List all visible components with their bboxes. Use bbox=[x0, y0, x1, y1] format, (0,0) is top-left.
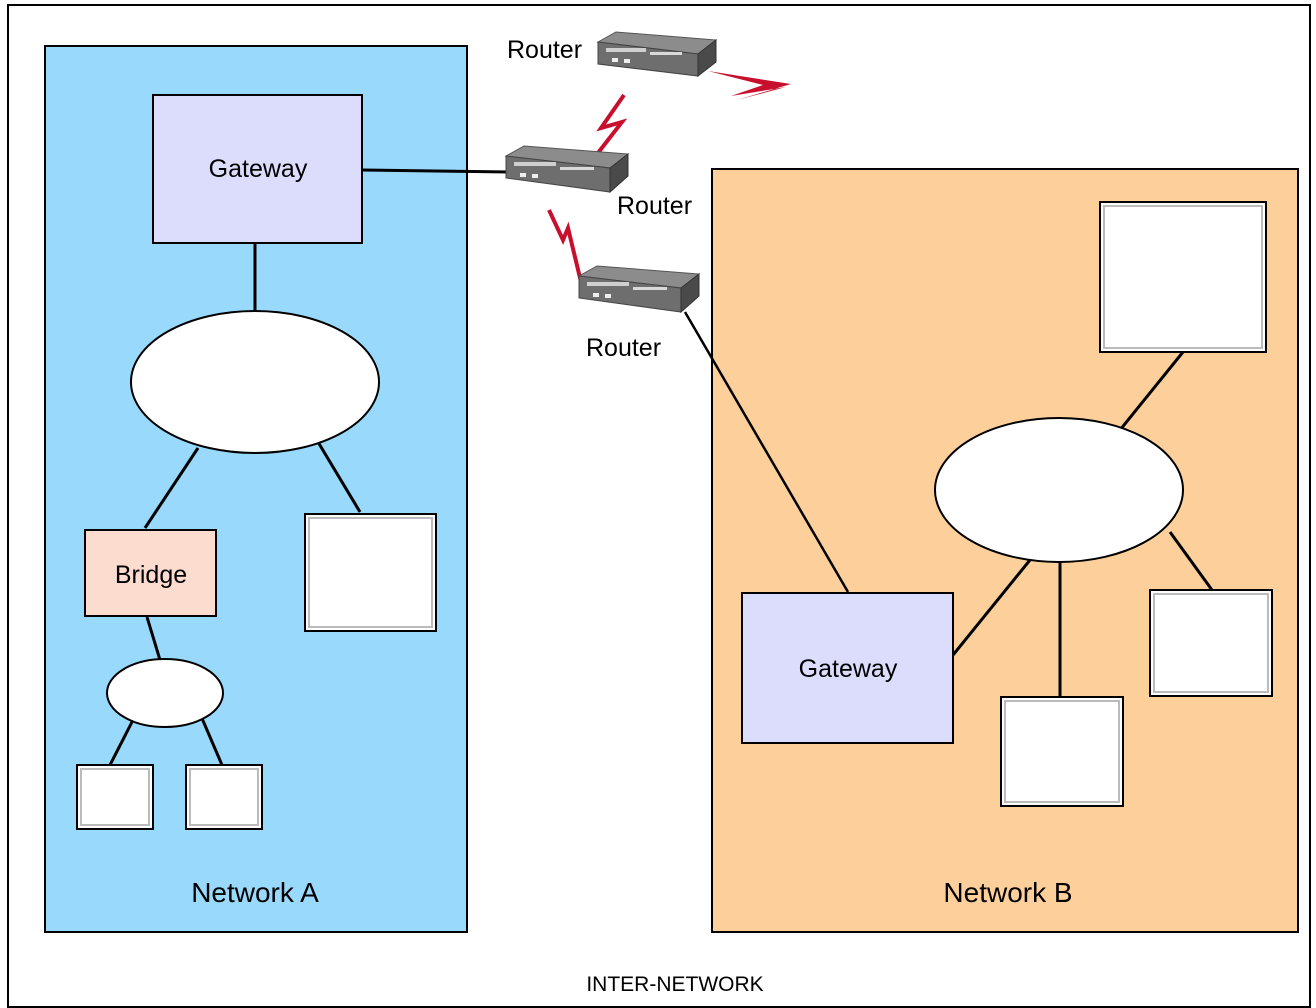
diagram-title: INTER-NETWORK bbox=[586, 973, 763, 996]
router-bottom bbox=[577, 265, 701, 314]
network-b-host-large-inner bbox=[1103, 205, 1263, 349]
network-a-host-small-inner bbox=[80, 768, 150, 826]
network-b-link bbox=[1168, 531, 1214, 591]
network-a-host-small-inner bbox=[189, 768, 259, 826]
router-to-gateway-b-link bbox=[683, 311, 850, 593]
gateway-a-to-router-link bbox=[361, 168, 511, 174]
network-a-label: Network A bbox=[191, 877, 319, 908]
network-a-gateway-label: Gateway bbox=[209, 155, 308, 183]
network-a-host-small bbox=[185, 764, 263, 830]
network-b-host bbox=[1000, 696, 1124, 807]
network-a-gateway-box bbox=[152, 94, 363, 244]
network-a-link bbox=[108, 719, 135, 766]
network-b-gateway-box bbox=[741, 592, 954, 744]
wireless-link-icon bbox=[547, 209, 583, 283]
network-a-host-small bbox=[76, 764, 154, 830]
network-a-host bbox=[304, 513, 437, 632]
network-a-link bbox=[316, 441, 362, 513]
network-b-host-large bbox=[1099, 201, 1267, 353]
network-b-gateway-label: Gateway bbox=[799, 655, 898, 683]
network-b: Gateway Network B bbox=[711, 168, 1299, 933]
network-b-link bbox=[1118, 351, 1185, 431]
wireless-link-icon bbox=[708, 71, 791, 100]
network-a-sub-lan bbox=[106, 658, 224, 728]
network-a-bridge-label: Bridge bbox=[115, 561, 187, 589]
network-a-host-inner bbox=[308, 517, 433, 628]
network-a-lan bbox=[130, 310, 380, 454]
network-b-host-inner bbox=[1004, 700, 1120, 803]
network-b-host bbox=[1149, 589, 1273, 697]
network-b-lan bbox=[934, 417, 1184, 563]
network-a-link bbox=[199, 715, 224, 766]
router-bottom-label: Router bbox=[586, 334, 661, 362]
network-a: Gateway Bridge Network A bbox=[44, 45, 468, 933]
network-a-bridge-box bbox=[84, 529, 217, 617]
network-b-link bbox=[951, 559, 1032, 656]
wireless-link-icon bbox=[592, 93, 628, 160]
router-top bbox=[596, 31, 718, 78]
network-b-label: Network B bbox=[943, 877, 1072, 908]
network-a-link bbox=[145, 616, 162, 661]
router-middle bbox=[504, 145, 630, 194]
router-middle-label: Router bbox=[617, 192, 692, 220]
network-b-host-inner bbox=[1153, 593, 1269, 693]
network-a-link bbox=[143, 447, 200, 529]
router-top-label: Router bbox=[507, 36, 582, 64]
